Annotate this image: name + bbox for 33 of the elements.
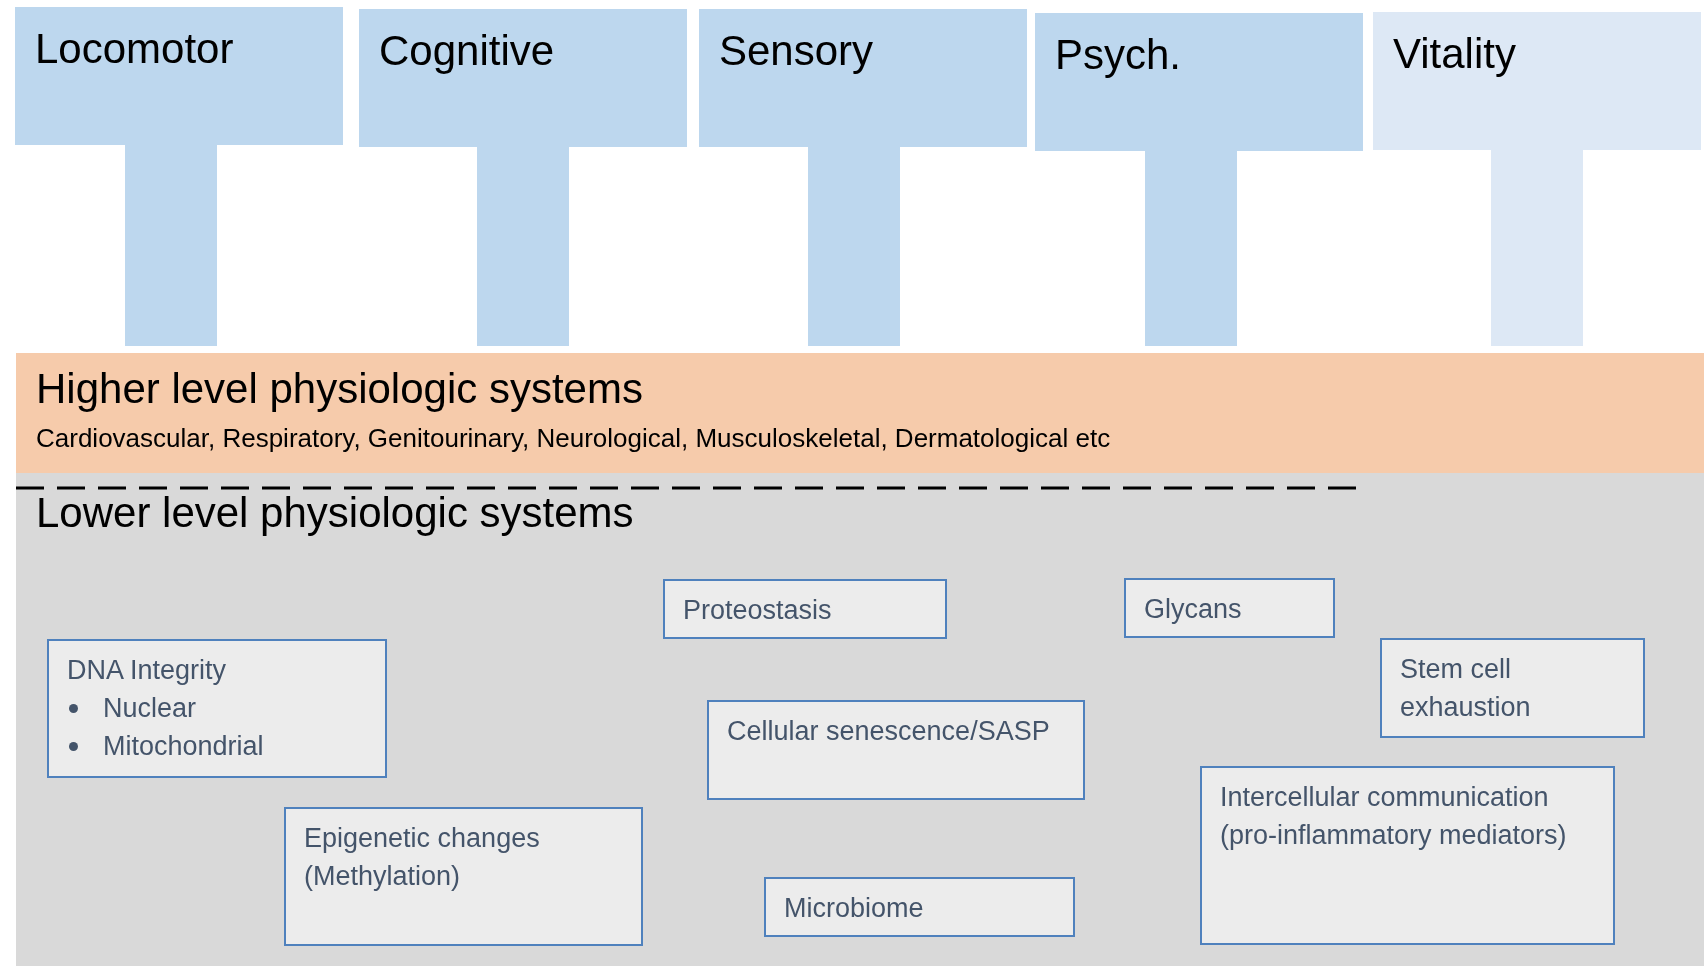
text-box: [707, 700, 1085, 800]
list-item: Mitochondrial: [103, 731, 264, 761]
band-description: Cardiovascular, Respiratory, Genitourinary, Neurological, Musculoskeletal, Dermatological etc: [36, 423, 1111, 454]
text-box: [1124, 578, 1335, 638]
higher-level-band: [16, 353, 1704, 473]
text-box: [47, 639, 387, 778]
box-text: Intercellular communication (pro-inflammatory mediators): [1220, 782, 1567, 850]
box-text: Glycans: [1144, 594, 1242, 624]
box-heading: DNA Integrity: [67, 654, 228, 687]
text-box: [284, 807, 643, 946]
box-text: Microbiome: [784, 893, 924, 923]
pillar-title: Psych.: [1055, 31, 1182, 79]
text-box: [1380, 638, 1645, 738]
list-item: Nuclear: [103, 693, 197, 723]
lower-level-band: [16, 473, 1704, 966]
pillar-shape: [1373, 12, 1701, 346]
box-text: Epigenetic changes (Methylation): [304, 823, 540, 891]
pillar-shape: [1035, 13, 1363, 346]
pillar-title: Locomotor: [35, 25, 234, 73]
pillar-shape: [359, 9, 687, 346]
text-box: [764, 877, 1075, 937]
pillar-shape: [699, 9, 1027, 346]
text-box: [1200, 766, 1615, 945]
text-box: [663, 579, 947, 639]
box-text: Stem cell exhaustion: [1400, 654, 1531, 722]
box-text: Cellular senescence/SASP: [727, 716, 1050, 746]
pillar-title: Vitality: [1393, 30, 1516, 78]
box-text: Proteostasis: [683, 595, 832, 625]
band-heading: Lower level physiologic systems: [36, 489, 634, 537]
pillar-title: Cognitive: [379, 27, 555, 75]
pillar-title: Sensory: [719, 27, 874, 75]
band-heading: Higher level physiologic systems: [36, 365, 643, 413]
pillar-shape: [15, 7, 343, 346]
